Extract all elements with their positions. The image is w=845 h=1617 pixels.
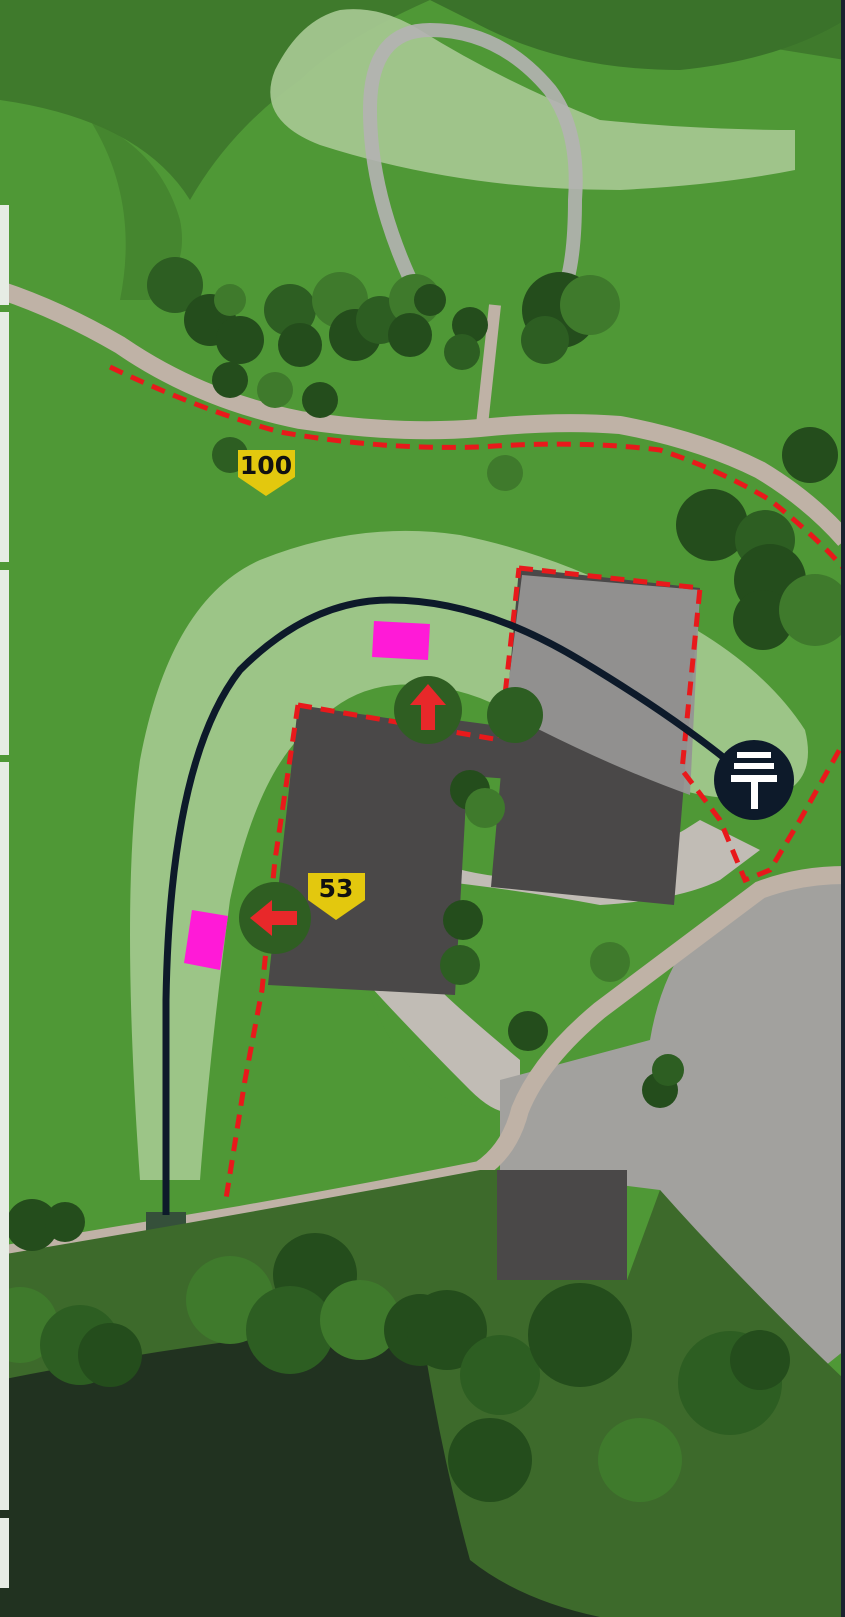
gate-marker-53[interactable]: 53 bbox=[308, 873, 365, 920]
tree bbox=[465, 788, 505, 828]
ski-lift-line bbox=[162, 596, 748, 1215]
tree bbox=[676, 489, 748, 561]
tree bbox=[443, 900, 483, 940]
tree bbox=[302, 382, 338, 418]
gate-marker-100[interactable]: 100 bbox=[238, 450, 295, 496]
tree bbox=[521, 316, 569, 364]
tree bbox=[246, 1286, 334, 1374]
tree bbox=[216, 316, 264, 364]
tree bbox=[779, 574, 845, 646]
tree bbox=[147, 257, 203, 313]
boundary-lines bbox=[108, 364, 845, 1206]
tree bbox=[78, 1323, 142, 1387]
forest-area-top bbox=[0, 0, 845, 200]
tree bbox=[448, 1418, 532, 1502]
tree bbox=[560, 275, 620, 335]
arrow-up-icon bbox=[394, 676, 462, 744]
tree bbox=[452, 307, 488, 343]
tree bbox=[730, 1330, 790, 1390]
road-upper bbox=[0, 281, 845, 546]
tree bbox=[212, 362, 248, 398]
forest-area-top-right bbox=[430, 0, 845, 70]
tree bbox=[598, 1418, 682, 1502]
tree bbox=[45, 1202, 85, 1242]
tree bbox=[6, 1199, 58, 1251]
tree bbox=[590, 942, 630, 982]
tree bbox=[407, 1290, 487, 1370]
gate-marker-100-label: 100 bbox=[240, 451, 292, 480]
panel-edge-1 bbox=[0, 205, 9, 305]
tree bbox=[320, 1280, 400, 1360]
poi-magenta-1[interactable] bbox=[372, 621, 430, 660]
tree bbox=[782, 427, 838, 483]
tree bbox=[440, 945, 480, 985]
parking-plaza bbox=[500, 880, 845, 1370]
tree bbox=[444, 334, 480, 370]
tree bbox=[487, 455, 523, 491]
road-spur bbox=[476, 304, 501, 426]
tree bbox=[264, 284, 316, 336]
tree bbox=[388, 313, 432, 357]
tree bbox=[414, 284, 446, 316]
arrow-left-icon bbox=[239, 882, 311, 954]
trail-loop-top bbox=[362, 22, 583, 304]
panel-edge-4 bbox=[0, 762, 9, 1510]
tree bbox=[733, 590, 793, 650]
building-lower-garage bbox=[497, 1170, 627, 1280]
tree bbox=[257, 372, 293, 408]
forest-area-bottom-dark bbox=[0, 1320, 600, 1617]
tree-clusters bbox=[0, 257, 845, 1502]
forest-area-top-left bbox=[90, 120, 182, 300]
tree bbox=[652, 1054, 684, 1086]
tree bbox=[278, 323, 322, 367]
tree bbox=[528, 1283, 632, 1387]
right-edge-bar bbox=[841, 0, 845, 1617]
tree bbox=[508, 1011, 548, 1051]
tree bbox=[460, 1335, 540, 1415]
building-left bbox=[268, 705, 470, 995]
panel-edge-2 bbox=[0, 312, 9, 562]
open-slope-top bbox=[270, 9, 795, 190]
ski-lift-station-icon[interactable] bbox=[714, 740, 794, 820]
gate-marker-53-label: 53 bbox=[319, 874, 354, 903]
poi-magenta-2[interactable] bbox=[184, 910, 228, 970]
panel-edge-5 bbox=[0, 1518, 9, 1588]
building-right-roof-light bbox=[505, 575, 700, 795]
tree bbox=[214, 284, 246, 316]
panel-edge-3 bbox=[0, 570, 9, 755]
tree bbox=[487, 687, 543, 743]
